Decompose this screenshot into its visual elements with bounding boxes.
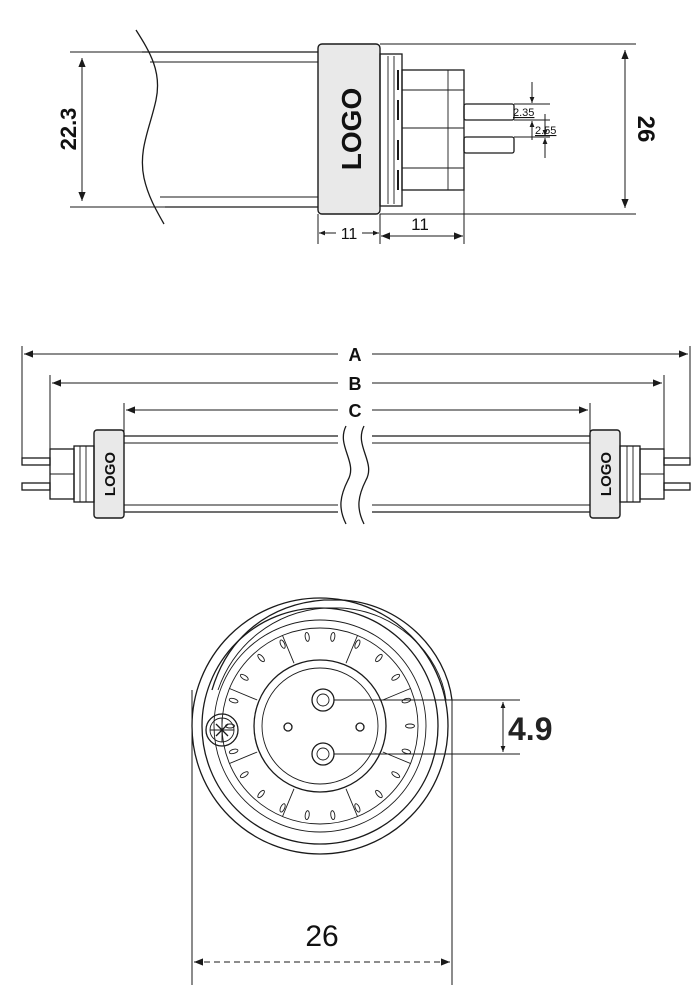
rib-divider bbox=[345, 788, 358, 817]
dim-label-c: C bbox=[349, 401, 362, 421]
dim-label-a: A bbox=[349, 345, 362, 365]
rib-slot bbox=[228, 748, 239, 755]
dimension-4-9: 4.9 bbox=[334, 699, 552, 755]
dim-label-26-top: 26 bbox=[632, 116, 659, 143]
rib-slot bbox=[239, 771, 249, 779]
rib-slot bbox=[391, 673, 401, 681]
pin-base-detail bbox=[401, 69, 465, 191]
rib-slot bbox=[354, 803, 361, 813]
dimension-26-bottom: 26 bbox=[191, 690, 453, 985]
rib-divider bbox=[282, 788, 295, 817]
dimension-11-11: 11 11 bbox=[317, 190, 465, 244]
dim-label-22-3: 22.3 bbox=[56, 108, 81, 151]
rib-divider bbox=[229, 688, 258, 701]
rib-slot bbox=[401, 748, 412, 755]
rib-slot bbox=[391, 771, 401, 779]
dim-label-2-55: 2.55 bbox=[535, 125, 556, 137]
pins-detail bbox=[463, 103, 515, 154]
dim-label-cap-11: 11 bbox=[341, 226, 358, 243]
rib-slot bbox=[257, 653, 265, 663]
rib-slot bbox=[330, 631, 336, 642]
rib-slot bbox=[375, 653, 383, 663]
rib-divider bbox=[229, 751, 258, 764]
rib-slot bbox=[401, 697, 412, 704]
cap-ribs-detail bbox=[379, 53, 403, 207]
end-view: 4.9 26 bbox=[191, 597, 552, 985]
rib-divider bbox=[382, 688, 411, 701]
tube-body bbox=[124, 425, 590, 525]
dimension-b: B bbox=[49, 374, 665, 450]
screw-head-icon bbox=[205, 713, 239, 747]
logo-text-detail: LOGO bbox=[336, 88, 367, 170]
end-cap-detail: LOGO bbox=[317, 43, 381, 215]
dim-label-pin-11: 11 bbox=[411, 215, 429, 234]
dim-label-2-35: 2.35 bbox=[513, 107, 534, 119]
tube-outline-end bbox=[191, 597, 453, 855]
dim-label-b: B bbox=[349, 374, 362, 394]
rib-slot bbox=[375, 789, 383, 799]
pin-socket-end bbox=[253, 659, 387, 793]
pin-dimensions: 2.35 2.55 bbox=[513, 82, 556, 158]
rib-slot bbox=[279, 639, 286, 649]
dimension-a: A bbox=[21, 345, 691, 458]
rib-slot bbox=[304, 631, 310, 642]
rib-slot bbox=[279, 803, 286, 813]
left-end-cap: LOGO bbox=[21, 429, 125, 519]
rib-slot bbox=[257, 789, 265, 799]
logo-text-left: LOGO bbox=[102, 452, 119, 496]
rib-divider bbox=[282, 635, 295, 664]
dim-label-26-bottom: 26 bbox=[305, 920, 338, 953]
rib-slot bbox=[330, 810, 336, 821]
tube-body-detail bbox=[135, 29, 322, 225]
rib-slot bbox=[228, 697, 239, 704]
rib-slot bbox=[354, 639, 361, 649]
logo-text-right: LOGO bbox=[598, 452, 615, 496]
cap-rib-slots bbox=[225, 631, 415, 821]
top-detail-view: LOGO 22.3 bbox=[56, 29, 659, 244]
dim-label-4-9: 4.9 bbox=[508, 711, 552, 747]
dimension-22-3: 22.3 bbox=[56, 51, 165, 208]
rib-divider bbox=[345, 635, 358, 664]
rib-slot bbox=[304, 810, 310, 821]
dimension-26-top: 26 bbox=[380, 43, 659, 215]
rib-slot bbox=[239, 673, 249, 681]
rib-slot bbox=[405, 723, 415, 729]
side-view: A B C LO bbox=[21, 345, 691, 525]
right-end-cap: LOGO bbox=[589, 429, 691, 519]
